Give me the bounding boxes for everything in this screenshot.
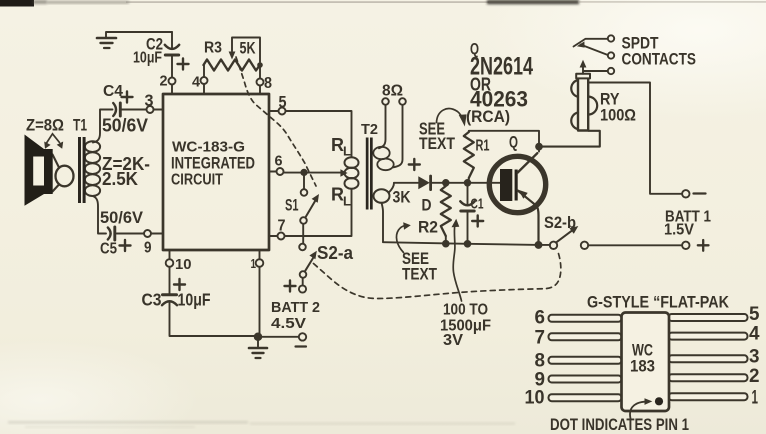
- svg-text:Q: Q: [509, 133, 518, 152]
- svg-text:100Ω: 100Ω: [600, 106, 636, 125]
- svg-text:4: 4: [749, 323, 760, 345]
- svg-text:9: 9: [144, 240, 152, 257]
- svg-text:10μF: 10μF: [178, 290, 211, 310]
- svg-text:TEXT: TEXT: [402, 265, 437, 284]
- svg-text:2: 2: [160, 73, 168, 90]
- svg-text:6: 6: [275, 153, 283, 170]
- svg-text:3: 3: [145, 91, 154, 110]
- svg-text:BATT 2: BATT 2: [271, 299, 320, 316]
- svg-text:5: 5: [749, 303, 760, 325]
- svg-text:S1: S1: [285, 196, 299, 215]
- svg-text:8: 8: [264, 75, 272, 92]
- svg-text:BATT 1: BATT 1: [665, 209, 711, 226]
- svg-text:T2: T2: [361, 122, 378, 138]
- svg-text:9: 9: [535, 369, 546, 391]
- svg-text:R1: R1: [476, 138, 490, 155]
- svg-text:4.5V: 4.5V: [271, 315, 306, 332]
- svg-text:L: L: [343, 144, 351, 159]
- svg-text:40263: 40263: [470, 87, 528, 112]
- svg-text:10: 10: [525, 387, 545, 409]
- svg-text:SPDT: SPDT: [622, 34, 659, 53]
- svg-text:T1: T1: [73, 116, 87, 135]
- svg-text:C4: C4: [103, 83, 123, 100]
- svg-text:D: D: [422, 196, 432, 215]
- svg-text:R3: R3: [204, 40, 222, 57]
- svg-text:WC-183-G: WC-183-G: [172, 139, 245, 156]
- svg-text:WC: WC: [632, 341, 653, 360]
- svg-text:3: 3: [749, 346, 760, 368]
- svg-text:1: 1: [752, 387, 759, 409]
- svg-text:SEE: SEE: [402, 249, 429, 268]
- svg-text:C1: C1: [471, 197, 484, 213]
- svg-text:SEE: SEE: [419, 119, 445, 139]
- svg-text:6: 6: [535, 307, 546, 329]
- svg-text:2: 2: [749, 365, 760, 387]
- svg-text:R: R: [331, 135, 344, 155]
- svg-text:7: 7: [535, 327, 546, 349]
- svg-text:S2-a: S2-a: [317, 243, 354, 263]
- svg-text:50/6V: 50/6V: [100, 208, 144, 227]
- svg-text:3V: 3V: [443, 332, 463, 349]
- svg-text:1: 1: [251, 256, 257, 271]
- svg-text:C2: C2: [146, 35, 163, 54]
- svg-text:RY: RY: [600, 90, 620, 109]
- svg-text:100 TO: 100 TO: [443, 302, 488, 319]
- svg-text:S2-b: S2-b: [544, 213, 576, 232]
- svg-text:CONTACTS: CONTACTS: [622, 50, 697, 69]
- svg-text:(RCA): (RCA): [466, 107, 510, 126]
- svg-text:8Ω: 8Ω: [382, 83, 403, 100]
- svg-text:R2: R2: [418, 218, 438, 237]
- svg-text:1.5V: 1.5V: [664, 222, 695, 239]
- svg-text:R: R: [331, 185, 344, 205]
- svg-text:INTEGRATED: INTEGRATED: [171, 155, 255, 173]
- svg-text:TEXT: TEXT: [419, 134, 456, 153]
- svg-text:C5: C5: [100, 241, 117, 258]
- svg-text:2N2614: 2N2614: [470, 53, 533, 81]
- svg-text:CIRCUIT: CIRCUIT: [171, 172, 223, 189]
- svg-text:5K: 5K: [240, 39, 257, 58]
- svg-text:Z=8Ω: Z=8Ω: [26, 116, 64, 135]
- svg-text:G-STYLE “FLAT-PAK: G-STYLE “FLAT-PAK: [587, 294, 729, 312]
- svg-text:Z=2K-: Z=2K-: [102, 154, 150, 174]
- svg-text:OR: OR: [470, 74, 491, 95]
- svg-text:2.5K: 2.5K: [102, 169, 138, 189]
- svg-text:10: 10: [175, 256, 192, 273]
- svg-text:183: 183: [630, 357, 655, 376]
- svg-text:5: 5: [279, 94, 287, 112]
- svg-text:DOT INDICATES PIN 1: DOT INDICATES PIN 1: [550, 415, 689, 434]
- svg-text:7: 7: [278, 218, 286, 235]
- svg-text:3K: 3K: [393, 188, 412, 207]
- svg-text:Q: Q: [470, 41, 479, 58]
- svg-text:L: L: [343, 194, 351, 209]
- svg-text:50/6V: 50/6V: [102, 116, 148, 136]
- svg-text:10μF: 10μF: [133, 50, 162, 67]
- svg-text:1500μF: 1500μF: [440, 318, 491, 335]
- svg-text:8: 8: [535, 350, 546, 372]
- svg-text:4: 4: [192, 74, 201, 91]
- svg-text:C3: C3: [142, 290, 162, 310]
